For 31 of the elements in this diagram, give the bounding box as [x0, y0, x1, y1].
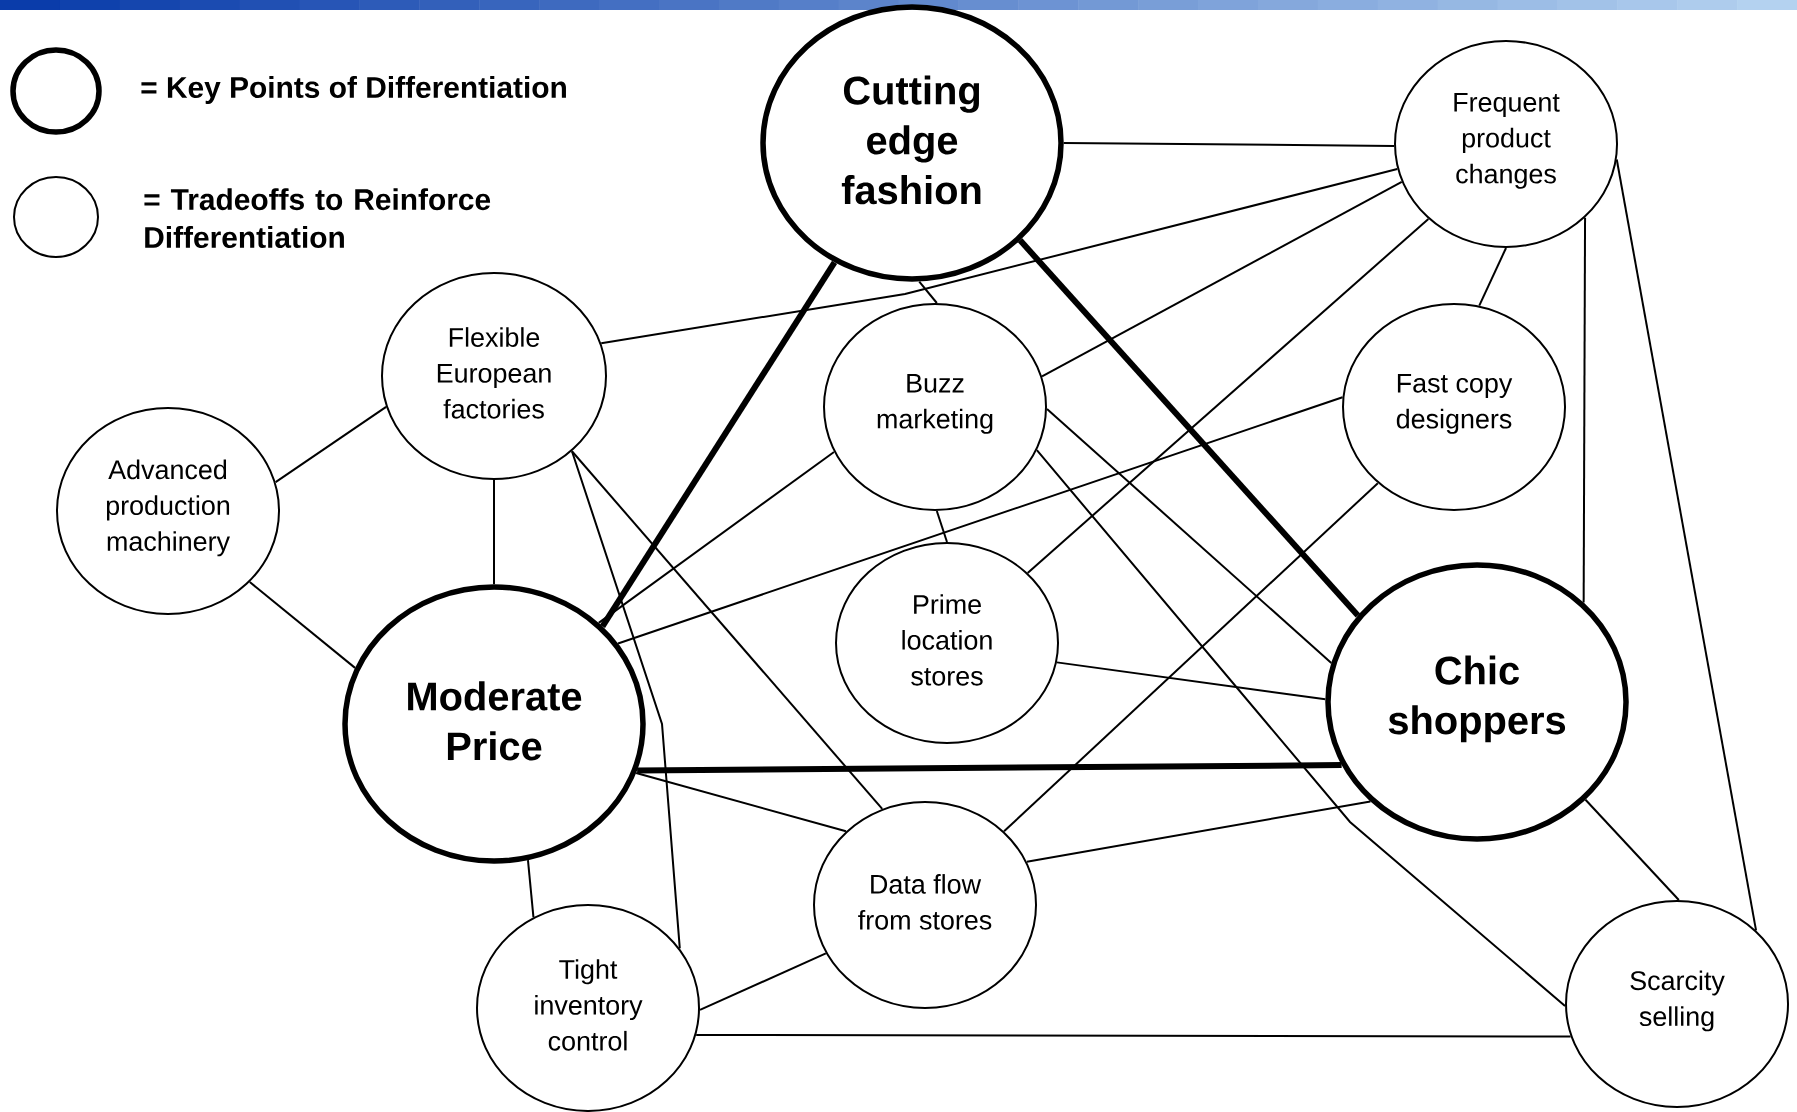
- connector-line: [918, 280, 938, 304]
- connector-line: [617, 396, 1344, 645]
- connector-line: [570, 450, 884, 810]
- connector-line: [699, 952, 827, 1011]
- connector-line: [935, 510, 948, 543]
- connector-line: [1055, 661, 1327, 701]
- connector-line: [1025, 800, 1372, 863]
- connector-line: [570, 450, 681, 950]
- connector-line: [600, 168, 1399, 345]
- legend-item: = Key Points of Differentiation: [10, 47, 566, 135]
- legend-item: = Tradeoffs to Reinforce Differentiation: [13, 176, 491, 258]
- connector-line: [274, 405, 388, 484]
- connector-line: [1582, 216, 1587, 604]
- thick-connector: [637, 762, 1342, 774]
- connector-line: [1478, 247, 1507, 307]
- connector-line: [597, 450, 835, 624]
- connector-line: [493, 479, 495, 586]
- connector-line: [1035, 449, 1567, 1007]
- thick-connector: [1017, 238, 1361, 618]
- connector-line: [1046, 407, 1333, 664]
- connector-line: [1041, 180, 1403, 378]
- connector-line: [1003, 482, 1379, 833]
- connector-line: [1584, 798, 1680, 901]
- connector-line: [695, 1033, 1572, 1038]
- connector-line: [248, 581, 357, 669]
- connector-line: [1062, 142, 1396, 147]
- connector-line: [635, 771, 847, 833]
- thick-connector: [599, 260, 838, 628]
- connector-line: [526, 859, 535, 919]
- connector-line: [1026, 217, 1430, 574]
- connector-line: [1615, 158, 1758, 932]
